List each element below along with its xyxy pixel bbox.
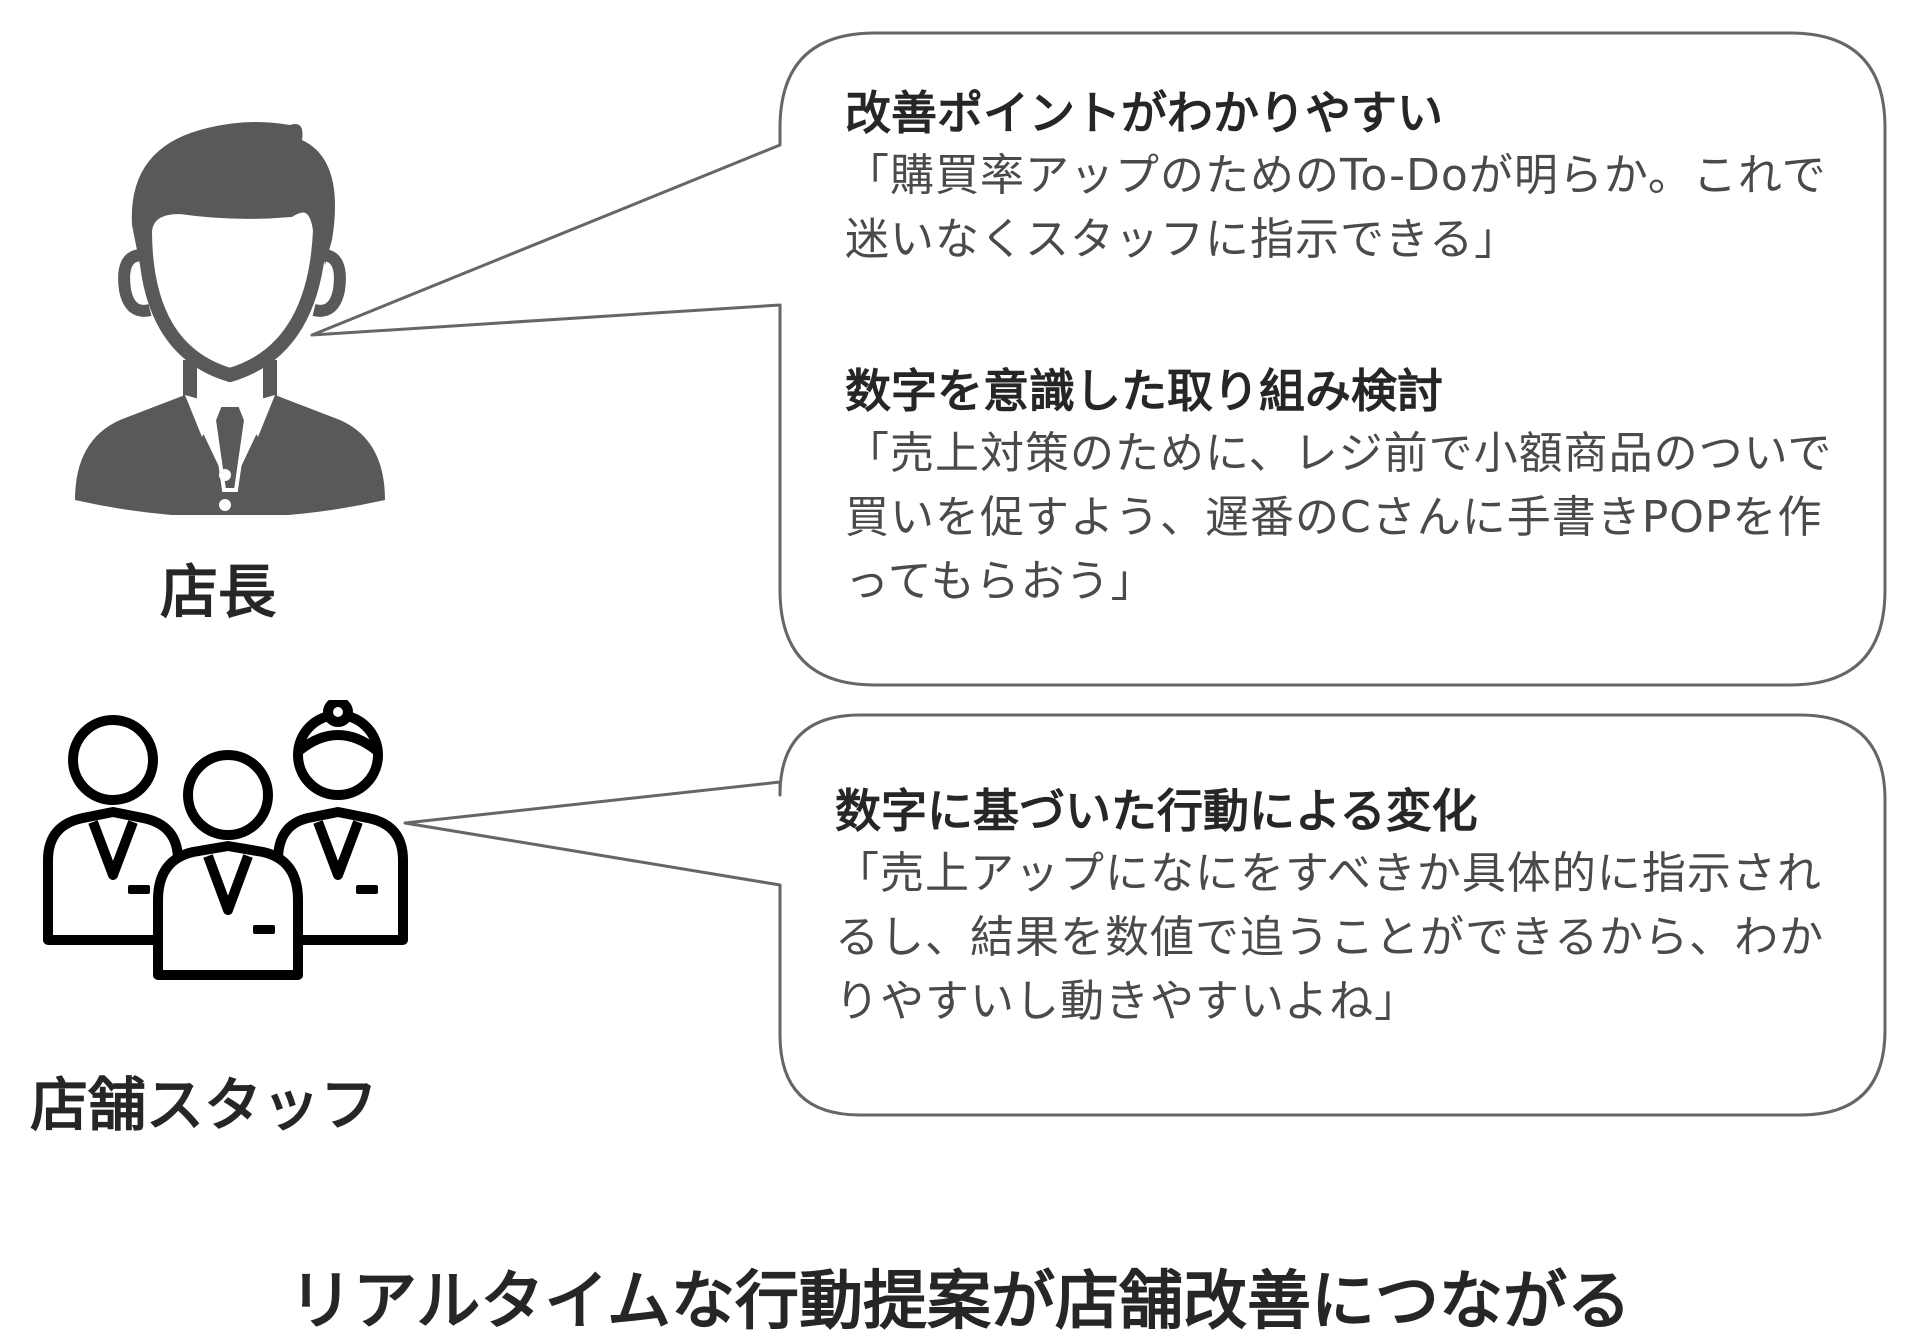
manager-speech-bubble: [310, 31, 1887, 687]
staff-label: 店舗スタッフ: [30, 1071, 379, 1139]
footer-caption: リアルタイムな行動提案が店舗改善につながる: [288, 1265, 1632, 1339]
manager-bubble-heading: 改善ポイントがわかりやすい: [845, 86, 1443, 140]
manager-bubble-item-2: 数字を意識した取り組み検討 「売上対策のために、レジ前で小額商品のついで買いを促…: [845, 360, 1845, 614]
staff-speech-bubble: [403, 713, 1887, 1117]
staff-bubble-quote: 「売上アップになにをすべきか具体的に指示されるし、結果を数値で追うことができるか…: [835, 848, 1825, 1027]
staff-bubble-item-1: 数字に基づいた行動による変化 「売上アップになにをすべきか具体的に指示されるし、…: [835, 780, 1845, 1034]
manager-bubble-heading: 数字を意識した取り組み検討: [845, 364, 1443, 418]
staff-group-icon: [43, 700, 408, 980]
staff-bubble-heading: 数字に基づいた行動による変化: [835, 784, 1478, 838]
manager-bubble-quote: 「売上対策のために、レジ前で小額商品のついで買いを促すよう、遅番のCさんに手書き…: [845, 428, 1833, 607]
businessman-icon: [75, 121, 385, 515]
manager-bubble-quote: 「購買率アップのためのTo-Doが明らか。これで迷いなくスタッフに指示できる」: [845, 150, 1827, 265]
manager-label: 店長: [160, 558, 277, 626]
manager-bubble-item-1: 改善ポイントがわかりやすい 「購買率アップのためのTo-Doが明らか。これで迷い…: [845, 82, 1845, 272]
